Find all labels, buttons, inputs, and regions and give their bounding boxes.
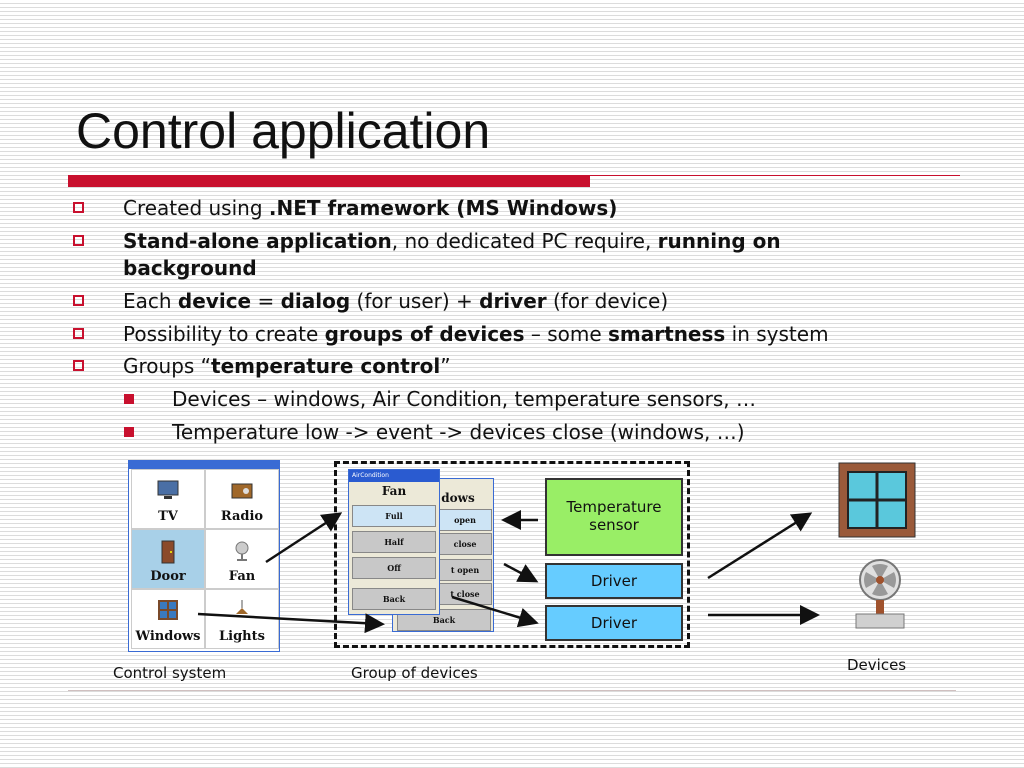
device-cell-radio[interactable]: Radio — [205, 469, 279, 529]
tv-icon — [157, 480, 179, 499]
bullet-2: Stand-alone application, no dedicated PC… — [73, 228, 923, 282]
temperature-sensor-box: Temperature sensor — [545, 478, 683, 556]
device-cell-windows[interactable]: Windows — [131, 589, 205, 649]
bullet-4: Possibility to create groups of devices … — [73, 321, 829, 348]
hollow-square-bullet-icon — [73, 202, 84, 213]
subbullet-2: Temperature low -> event -> devices clos… — [124, 419, 745, 446]
arrow-aircond-to-driver2 — [451, 595, 539, 628]
page-title: Control application — [76, 103, 491, 159]
bullet-1: Created using .NET framework (MS Windows… — [73, 195, 617, 222]
windows-all-close-button[interactable]: t close — [438, 583, 492, 605]
title-rule-bar — [68, 175, 590, 187]
device-cell-fan[interactable]: Fan — [205, 529, 279, 589]
bullet-5: Groups “temperature control” — [73, 353, 451, 380]
radio-icon — [231, 483, 253, 499]
caption-control-system: Control system — [113, 664, 227, 682]
filled-square-bullet-icon — [124, 427, 134, 437]
door-icon — [161, 540, 175, 564]
window-icon — [158, 600, 178, 620]
control-system-window: TV Radio Door Fan Windows Lights — [128, 460, 280, 652]
lamp-icon — [236, 600, 248, 614]
device-cell-door[interactable]: Door — [131, 529, 205, 589]
arrow-windows-to-driver1 — [503, 562, 539, 583]
filled-square-bullet-icon — [124, 394, 134, 404]
fan-off-button[interactable]: Off — [352, 557, 436, 579]
fan-icon — [235, 541, 249, 561]
windows-close-button[interactable]: close — [438, 533, 492, 555]
fan-half-button[interactable]: Half — [352, 531, 436, 553]
caption-devices: Devices — [847, 656, 907, 674]
fan-full-button[interactable]: Full — [352, 505, 436, 527]
hollow-square-bullet-icon — [73, 235, 84, 246]
title-rule-line — [590, 175, 960, 176]
driver-box-2: Driver — [545, 605, 683, 641]
arrow-driver1-to-window — [707, 512, 813, 580]
windows-dialog: dows open close t open t close Back — [392, 478, 494, 632]
hollow-square-bullet-icon — [73, 360, 84, 371]
aircondition-dialog: AirCondition Fan Full Half Off Back — [348, 469, 440, 615]
arrow-control-to-windows — [197, 612, 385, 634]
driver-box-1: Driver — [545, 563, 683, 599]
window-titlebar — [129, 461, 279, 469]
window-device-icon — [838, 462, 916, 538]
fan-back-button[interactable]: Back — [352, 588, 436, 610]
footer-rule — [68, 690, 956, 691]
arrow-control-to-aircond — [265, 512, 343, 564]
hollow-square-bullet-icon — [73, 295, 84, 306]
group-boundary — [334, 461, 690, 648]
subbullet-1: Devices – windows, Air Condition, temper… — [124, 386, 756, 413]
bullet-3: Each device = dialog (for user) + driver… — [73, 288, 668, 315]
fan-device-icon — [855, 559, 905, 629]
hollow-square-bullet-icon — [73, 328, 84, 339]
window-titlebar: AirCondition — [349, 470, 439, 482]
caption-group-of-devices: Group of devices — [351, 664, 478, 682]
device-cell-tv[interactable]: TV — [131, 469, 205, 529]
